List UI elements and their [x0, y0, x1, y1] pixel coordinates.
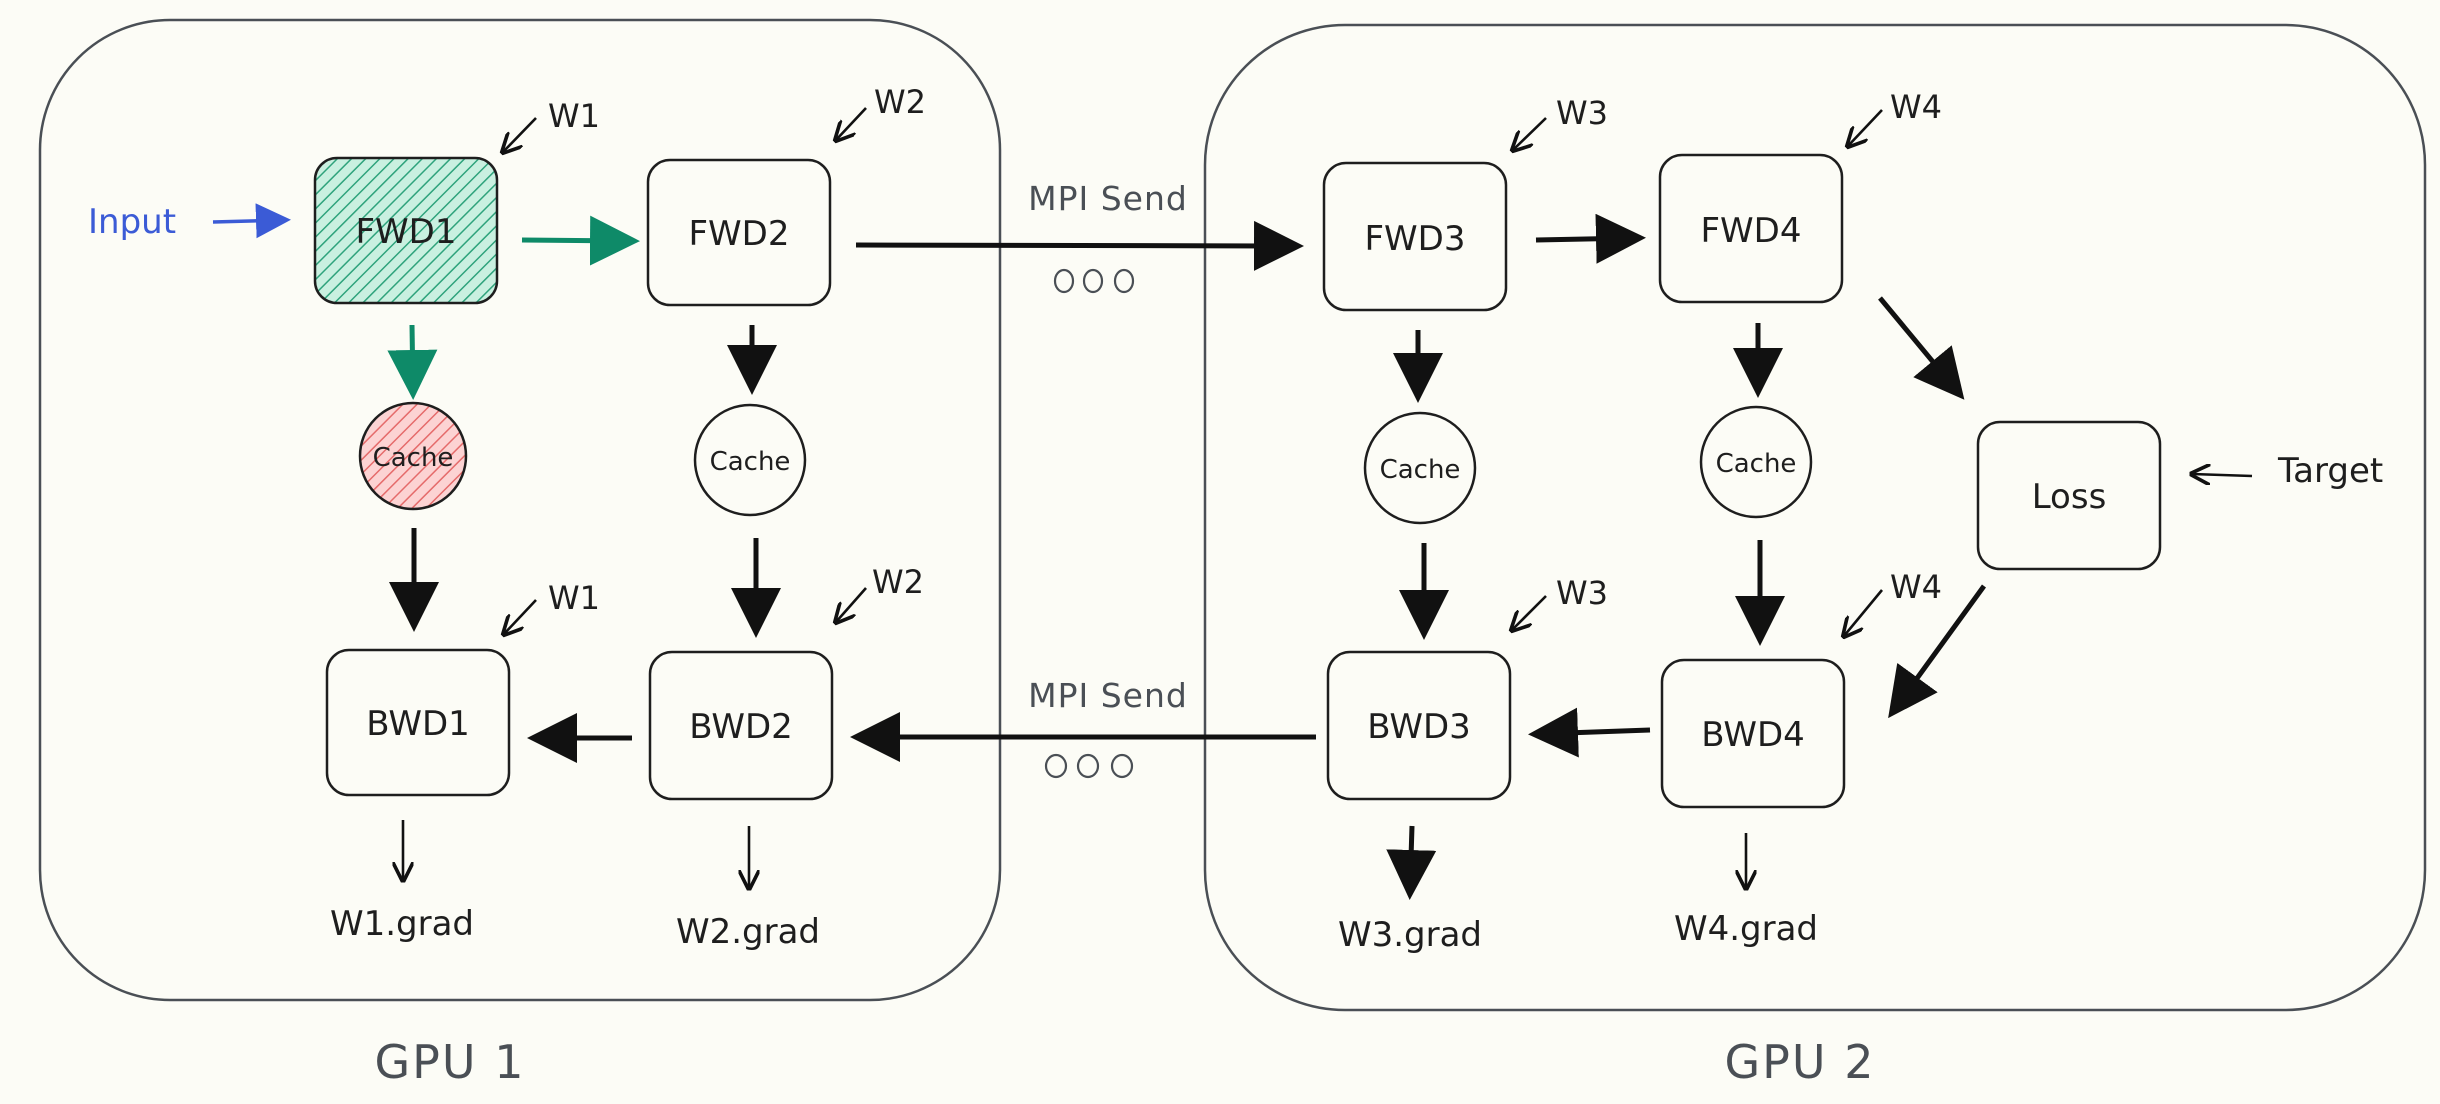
- bwd4-label: BWD4: [1701, 715, 1805, 755]
- fwd2-label: FWD2: [689, 214, 790, 254]
- cache2-node: Cache: [693, 403, 807, 517]
- bwd3-to-w3grad-arrow: [1386, 825, 1437, 900]
- w3-grad-label: W3.grad: [1338, 915, 1482, 955]
- loss-to-bwd4-arrow: [1888, 584, 1987, 719]
- target-label: Target: [2277, 451, 2383, 491]
- fwd4-to-loss-arrow: [1878, 296, 1965, 400]
- loss-node: Loss: [1976, 420, 2162, 571]
- bwd1-node: BWD1: [325, 648, 511, 797]
- w1-grad-label: W1.grad: [330, 904, 474, 944]
- fwd4-label: FWD4: [1701, 211, 1802, 251]
- target-to-loss-arrow: [2192, 474, 2253, 476]
- w2-arrow-bwd: [836, 587, 867, 622]
- cache3-node: Cache: [1363, 411, 1477, 525]
- bwd2-node: BWD2: [648, 650, 834, 801]
- bwd2-label: BWD2: [689, 707, 793, 747]
- w3-label-fwd: W3: [1556, 94, 1608, 132]
- w1-label-bwd: W1: [548, 579, 600, 617]
- bwd4-node: BWD4: [1660, 658, 1846, 809]
- w2-grad-label: W2.grad: [676, 912, 820, 952]
- bwd4-to-bwd3-arrow: [1528, 707, 1651, 758]
- gpu1-label: GPU 1: [375, 1035, 526, 1089]
- fwd2-to-fwd3-mpi-arrow: [855, 220, 1304, 271]
- w3-arrow-fwd: [1513, 117, 1547, 150]
- loss-label: Loss: [2032, 477, 2107, 517]
- gpu2-label: GPU 2: [1725, 1035, 1876, 1089]
- w4-arrow-bwd: [1844, 589, 1884, 636]
- fwd1-node: FWD1: [313, 156, 499, 305]
- bwd3-label: BWD3: [1367, 707, 1471, 747]
- mpi-send-forward-label: MPI Send: [1028, 179, 1188, 218]
- cache1-node: Cache: [358, 401, 468, 511]
- mpi-send-backward-label: MPI Send: [1028, 676, 1188, 715]
- fwd3-label: FWD3: [1365, 219, 1466, 259]
- fwd4-node: FWD4: [1658, 153, 1844, 304]
- fwd3-node: FWD3: [1322, 161, 1508, 312]
- cache4-label: Cache: [1716, 449, 1797, 479]
- input-arrow: [212, 203, 291, 239]
- w1-arrow-bwd: [504, 599, 537, 634]
- w4-label-fwd: W4: [1890, 88, 1942, 126]
- w1-arrow-fwd: [503, 117, 537, 152]
- gpu1-container: [38, 18, 1002, 1002]
- fwd2-node: FWD2: [646, 158, 832, 307]
- w2-label-fwd: W2: [874, 83, 926, 121]
- cache1-label: Cache: [373, 443, 454, 473]
- fwd1-label: FWD1: [356, 212, 457, 252]
- w4-grad-label: W4.grad: [1674, 909, 1818, 949]
- fwd3-to-fwd4-arrow: [1535, 213, 1646, 264]
- w3-label-bwd: W3: [1556, 574, 1608, 612]
- mpi-backward-dots: [1044, 753, 1134, 779]
- w3-arrow-bwd: [1512, 595, 1547, 630]
- cache2-label: Cache: [710, 447, 791, 477]
- cache4-node: Cache: [1699, 405, 1813, 519]
- fwd1-to-fwd2-arrow: [521, 215, 640, 266]
- w1-label-fwd: W1: [548, 97, 600, 135]
- gpu2-container: [1203, 23, 2427, 1012]
- w2-arrow-fwd: [836, 107, 867, 140]
- w4-arrow-fwd: [1848, 109, 1883, 146]
- bwd3-node: BWD3: [1326, 650, 1512, 801]
- w4-label-bwd: W4: [1890, 568, 1942, 606]
- w2-label-bwd: W2: [872, 563, 924, 601]
- input-label: Input: [88, 202, 176, 242]
- cache3-label: Cache: [1380, 455, 1461, 485]
- mpi-forward-dots: [1053, 268, 1135, 294]
- bwd1-label: BWD1: [366, 704, 470, 744]
- fwd1-to-cache1-arrow: [387, 324, 438, 400]
